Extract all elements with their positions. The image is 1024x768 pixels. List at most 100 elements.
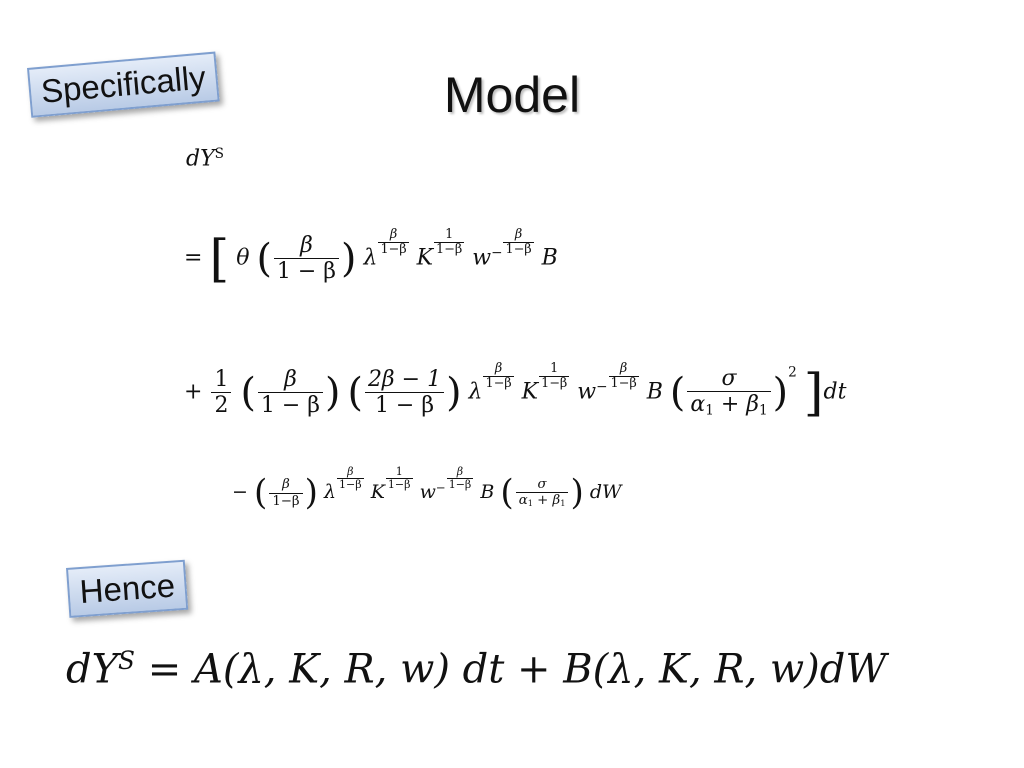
exp-num: β — [347, 465, 354, 478]
lhs-sup: S — [214, 146, 224, 162]
frac-num: β — [282, 477, 290, 493]
dw-term: dW — [589, 481, 622, 504]
w-exp-minus: − — [435, 480, 446, 495]
equation-lhs: dYS — [186, 146, 224, 172]
plus-sign: + — [184, 379, 203, 405]
paren-open: ( — [256, 235, 272, 282]
exp-den: 1−β — [539, 376, 570, 392]
paren-close: ) — [304, 473, 318, 514]
frac-den: 1−β — [269, 492, 303, 509]
plus-beta: + β — [532, 493, 561, 509]
exp-den: 1−β — [378, 242, 409, 258]
beta-sub: 1 — [560, 498, 566, 509]
frac-den: 1 − β — [273, 258, 340, 284]
exp-num: β — [494, 361, 503, 376]
square-exponent: 2 — [788, 364, 797, 381]
exp-den: 1−β — [337, 478, 364, 492]
exp-num: β — [456, 465, 464, 478]
paren-open: ( — [500, 473, 514, 514]
frac-num: 2β − 1 — [367, 366, 442, 392]
frac-num: β — [284, 366, 297, 392]
lhs-dy: dY — [186, 146, 215, 172]
w-exp-minus: − — [596, 379, 608, 395]
alpha: α — [690, 392, 706, 418]
frac-num: σ — [721, 365, 737, 391]
exp-den: 1−β — [483, 376, 514, 392]
b-var: B — [646, 379, 663, 405]
hence-rhs: = A(λ, K, R, w) dt + B(λ, K, R, w)dW — [135, 646, 887, 693]
paren-open: ( — [253, 473, 268, 514]
tag-hence: Hence — [66, 559, 189, 618]
paren-close: ) — [446, 369, 462, 416]
w-var: w — [577, 379, 597, 405]
lambda: λ — [363, 245, 378, 271]
hence-equation: dYS = A(λ, K, R, w) dt + B(λ, K, R, w)dW — [66, 646, 886, 693]
paren-close: ) — [325, 369, 341, 416]
w-exp-minus: − — [491, 245, 503, 261]
b-var: B — [541, 245, 558, 271]
exp-den: 1−β — [608, 376, 639, 392]
k-var: K — [416, 245, 434, 271]
slide-title: Model — [443, 67, 581, 123]
paren-open: ( — [669, 369, 686, 416]
paren-open: ( — [347, 369, 363, 416]
theta: θ — [236, 245, 250, 271]
plus-beta: + β — [713, 392, 759, 418]
hence-lhs-sup: S — [118, 646, 136, 675]
exp-num: 1 — [445, 227, 454, 242]
frac-num: σ — [537, 477, 547, 493]
exp-num: 1 — [395, 465, 403, 478]
exp-den: 1−β — [434, 242, 465, 258]
beta-sub: 1 — [759, 402, 768, 419]
k-var: K — [370, 481, 385, 504]
frac-den: α1 + β1 — [687, 391, 771, 419]
lambda: λ — [324, 481, 337, 504]
paren-close: ) — [570, 473, 584, 514]
paren-close: ) — [341, 235, 357, 282]
k-var: K — [521, 379, 539, 405]
w-var: w — [419, 481, 436, 504]
frac-num: β — [300, 232, 313, 258]
dt-term: dt — [823, 379, 847, 405]
exp-den: 1−β — [385, 478, 413, 492]
paren-close: ) — [772, 369, 789, 416]
frac-den: 1 − β — [257, 392, 324, 418]
hence-lhs: dY — [66, 646, 119, 693]
exp-den: 1−β — [503, 242, 534, 258]
alpha-sub: 1 — [705, 402, 714, 419]
w-var: w — [472, 245, 492, 271]
lambda: λ — [468, 379, 483, 405]
right-bracket: ] — [803, 363, 824, 422]
exp-num: β — [514, 227, 523, 242]
frac-den: α1 + β1 — [515, 492, 569, 509]
exp-num: β — [389, 227, 398, 242]
exp-num: 1 — [550, 361, 559, 376]
minus-sign: − — [232, 481, 248, 504]
exp-num: β — [619, 361, 628, 376]
equals-sign: = — [184, 245, 203, 271]
alpha: α — [518, 493, 528, 509]
b-var: B — [480, 481, 495, 504]
frac-den: 2 — [211, 392, 232, 418]
frac-den: 1 − β — [364, 392, 445, 418]
exp-den: 1−β — [446, 478, 474, 492]
